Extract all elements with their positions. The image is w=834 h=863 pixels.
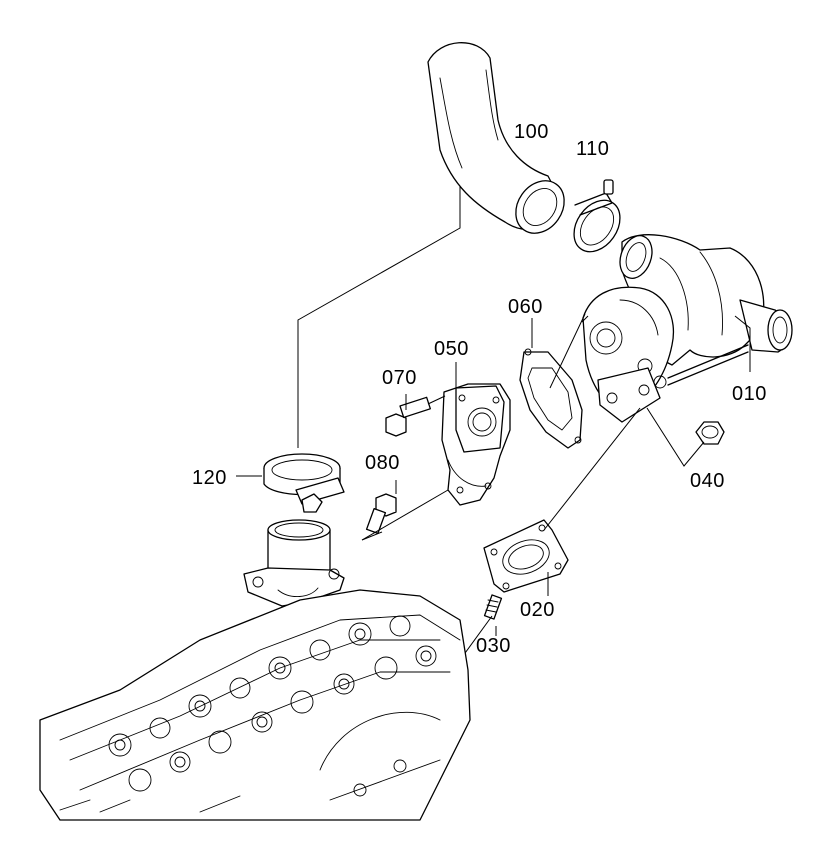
bolt-070 (385, 394, 446, 437)
cylinder-head (39, 519, 471, 821)
label-060: 060 (508, 296, 543, 318)
elbow-050 (441, 362, 511, 506)
turbocharger-010 (582, 234, 793, 423)
label-110: 110 (576, 138, 609, 160)
label-010: 010 (732, 383, 767, 405)
nut-040 (646, 407, 725, 467)
label-050: 050 (434, 338, 469, 360)
label-030: 030 (476, 635, 511, 657)
clamp-120 (236, 186, 461, 513)
label-120: 120 (192, 467, 227, 489)
bolt-080 (361, 480, 449, 541)
gasket-060 (519, 313, 589, 449)
hose-100 (427, 42, 565, 234)
label-040: 040 (690, 470, 725, 492)
label-080: 080 (365, 452, 400, 474)
clamp-110 (573, 179, 621, 253)
label-100: 100 (514, 121, 549, 143)
gasket-020 (483, 407, 641, 596)
part-labels: 010 020 030 040 050 060 070 080 100 110 … (192, 121, 767, 657)
label-020: 020 (520, 599, 555, 621)
label-070: 070 (382, 367, 417, 389)
